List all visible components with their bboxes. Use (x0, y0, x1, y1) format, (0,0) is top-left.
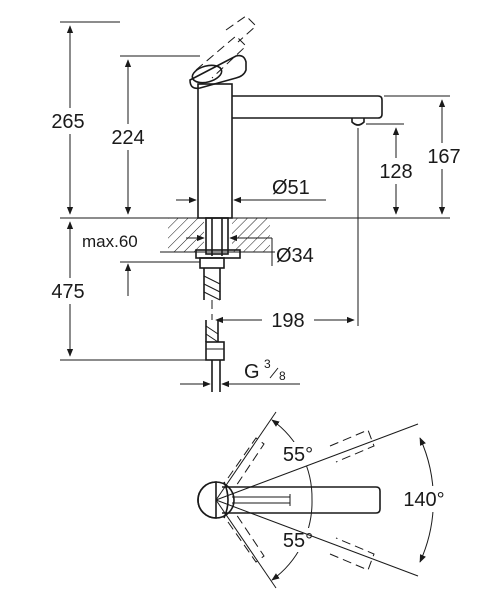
label-diameter-51: Ø51 (272, 177, 310, 199)
dimension-265: 265 (40, 21, 120, 219)
top-spout (197, 481, 381, 519)
dimension-475: 475 (40, 221, 206, 361)
faucet-body (189, 15, 383, 219)
dimension-167: 167 (380, 95, 472, 219)
dimension-128: 128 (366, 123, 418, 215)
label-spout-swivel-angle: 140° (403, 489, 444, 511)
top-view: 55° 55° 140° (197, 411, 456, 589)
label-thread-den: 8 (279, 369, 286, 383)
side-view: 265 224 167 128 Ø51 (40, 15, 472, 392)
label-max-60: max.60 (82, 232, 138, 251)
label-lever-down-angle: 55° (283, 530, 313, 552)
dimension-thread: G 3 8 (180, 357, 300, 388)
dimension-224: 224 (104, 55, 200, 215)
label-475: 475 (51, 281, 84, 303)
label-thread-num: 3 (264, 357, 271, 371)
mounting-shank (195, 217, 241, 392)
spout-swivel: 140° (215, 423, 456, 577)
dimension-max-60: max.60 (82, 232, 138, 251)
label-198: 198 (271, 310, 304, 332)
lever-swing: 55° 55° (215, 411, 322, 589)
dimension-198: 198 (215, 128, 359, 332)
label-thread-g: G (244, 361, 260, 383)
dimension-diameter-51: Ø51 (176, 177, 326, 204)
label-diameter-34: Ø34 (276, 245, 314, 267)
label-128: 128 (379, 161, 412, 183)
label-167: 167 (427, 146, 460, 168)
label-265: 265 (51, 111, 84, 133)
label-lever-up-angle: 55° (283, 444, 313, 466)
label-224: 224 (111, 127, 144, 149)
dimension-diameter-34: Ø34 (186, 234, 314, 267)
